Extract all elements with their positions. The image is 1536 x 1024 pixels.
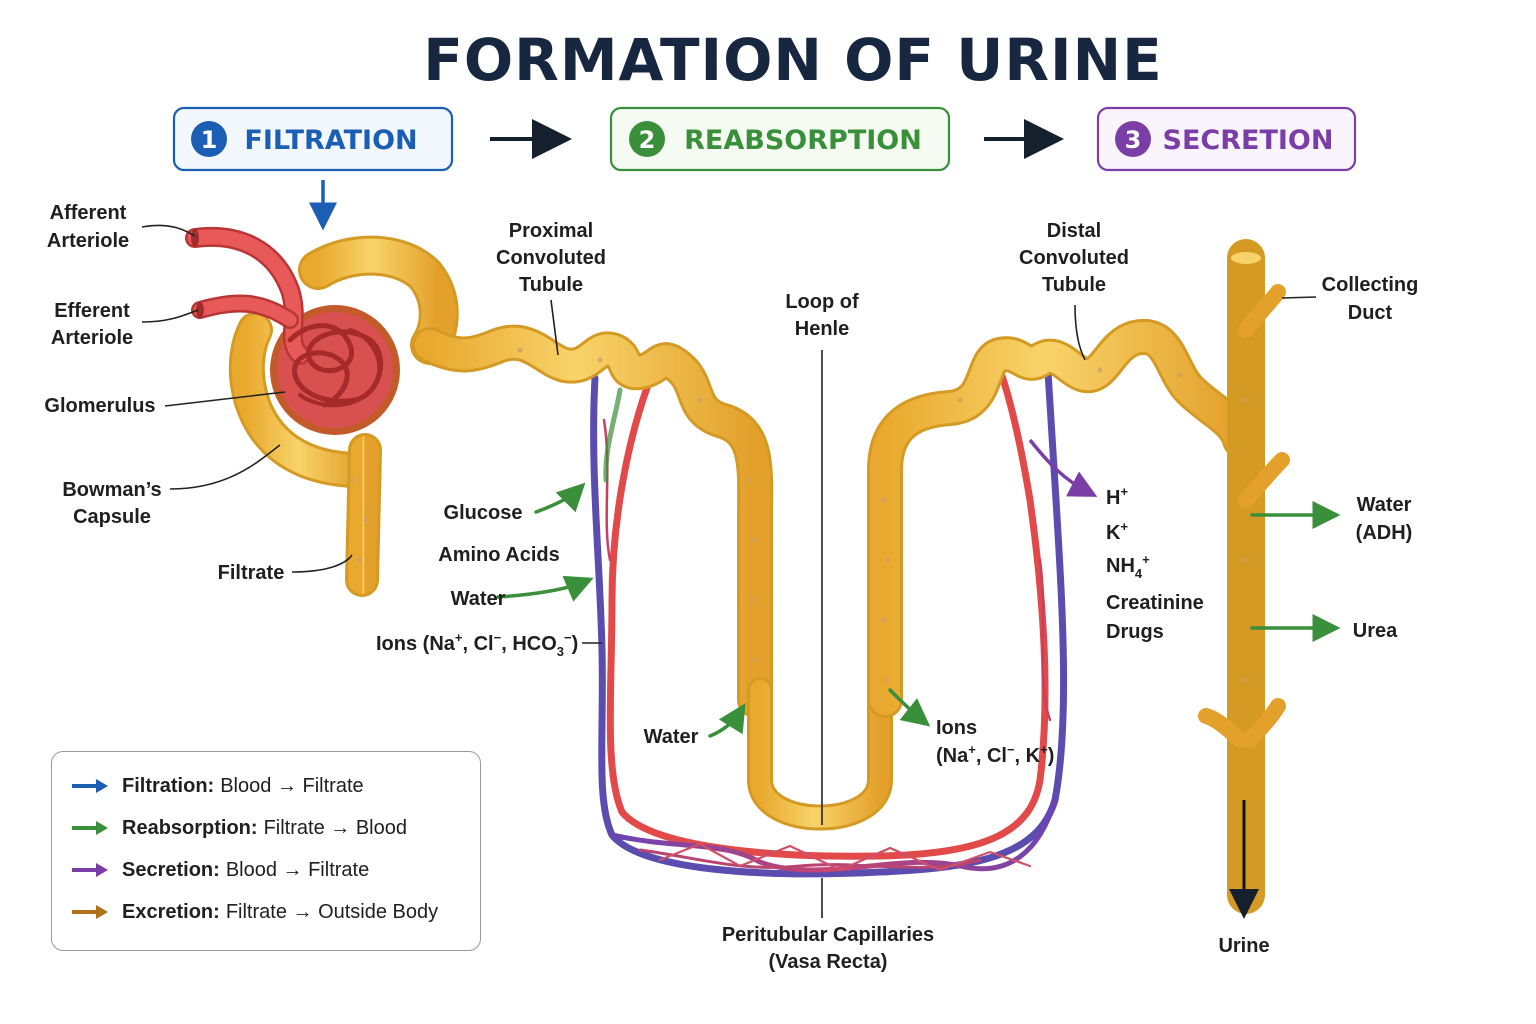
label-water-adh-1: Water [1357,494,1412,516]
legend-key: Secretion: [122,858,220,881]
label-afferent-2: Arteriole [47,230,129,252]
reabsorption-arrows [496,387,1341,738]
label-efferent-2: Arteriole [51,327,133,349]
legend-to: Filtrate [302,774,364,797]
legend-from: Blood [220,774,272,797]
step-filtration: 1 FILTRATION [172,106,454,172]
structure-labels: Afferent Arteriole Efferent Arteriole Gl… [44,202,1418,973]
legend-arrow: → [292,900,313,923]
label-filtrate: Filtrate [218,562,285,584]
leader-lines [141,224,1317,918]
label-water-pct: Water [451,588,506,610]
step-label: REABSORPTION [684,125,922,156]
label-afferent-1: Afferent [50,202,127,224]
label-dct-3: Tubule [1042,274,1106,296]
step-number: 1 [201,126,218,154]
label-pct-3: Tubule [519,274,583,296]
step-number: 3 [1125,126,1142,154]
label-collecting-1: Collecting [1322,274,1419,296]
label-hydrogen-ion: H+ [1106,484,1128,509]
legend-key: Filtration: [122,774,215,797]
step-number: 2 [639,126,656,154]
legend-item-excretion: Excretion: Filtrate → Outside Body [70,898,438,926]
legend-arrow: → [276,774,297,797]
label-amino-acids: Amino Acids [438,544,560,566]
label-efferent-1: Efferent [54,300,130,322]
label-drugs: Drugs [1106,621,1164,643]
label-ions-loop-1: Ions [936,717,977,739]
label-glucose: Glucose [444,502,523,524]
tubule-texture [349,347,1249,683]
blue-arrow-icon [72,779,108,793]
label-peritubular-2: (Vasa Recta) [769,951,888,973]
step-secretion: 3 SECRETION [1096,106,1357,172]
green-arrow-icon [72,821,108,835]
legend-to: Filtrate [308,858,370,881]
label-potassium-ion: K+ [1106,519,1128,544]
label-collecting-2: Duct [1348,302,1393,324]
label-pct-2: Convoluted [496,247,606,269]
label-loop-2: Henle [795,318,849,340]
label-bowmans-2: Capsule [73,506,151,528]
legend-item-reabsorption: Reabsorption: Filtrate → Blood [70,814,407,842]
legend-item-secretion: Secretion: Blood → Filtrate [70,856,369,884]
legend-arrow: → [282,858,303,881]
label-loop-1: Loop of [785,291,859,313]
step-label: FILTRATION [244,125,417,156]
legend-item-filtration: Filtration: Blood → Filtrate [70,772,364,800]
label-pct-1: Proximal [509,220,593,242]
label-water-adh-2: (ADH) [1356,522,1413,544]
legend-to: Outside Body [318,900,439,923]
label-glomerulus: Glomerulus [44,395,155,417]
label-ammonium-ion: NH4+ [1106,552,1150,581]
legend-key: Reabsorption: [122,816,258,839]
peritubular-capillaries [590,368,1068,878]
label-ions-loop-2: (Na+, Cl−, K+) [936,742,1054,767]
label-bowmans-1: Bowman’s [62,479,161,501]
label-ions-pct: Ions (Na+, Cl−, HCO3−) [376,630,578,659]
legend-key: Excretion: [122,900,220,923]
legend-from: Filtrate [225,900,287,923]
label-urea: Urea [1353,620,1398,642]
secretion-arrow [1028,438,1098,497]
legend-to: Blood [355,816,407,839]
legend: Filtration: Blood → Filtrate Reabsorptio… [51,751,481,951]
duct-output-labels: Water (ADH) Urea [1353,494,1413,642]
label-dct-2: Convoluted [1019,247,1129,269]
purple-arrow-icon [72,863,108,877]
legend-arrow: → [330,816,351,839]
label-water-loop: Water [644,726,699,748]
label-creatinine: Creatinine [1106,592,1204,614]
label-dct-1: Distal [1047,220,1101,242]
glomerulus [185,226,400,435]
secreted-labels: H+ K+ NH4+ Creatinine Drugs [1106,484,1204,643]
page-title: FORMATION OF URINE [423,26,1163,94]
step-label: SECRETION [1163,125,1334,156]
label-urine: Urine [1218,935,1269,957]
label-peritubular-1: Peritubular Capillaries [722,924,934,946]
orange-arrow-icon [72,905,108,919]
legend-from: Blood [225,858,277,881]
legend-from: Filtrate [263,816,325,839]
step-reabsorption: 2 REABSORPTION [609,106,951,172]
renal-tubule [228,235,1290,914]
reabsorbed-labels: Glucose Amino Acids Water Ions (Na+, Cl−… [376,502,1054,767]
